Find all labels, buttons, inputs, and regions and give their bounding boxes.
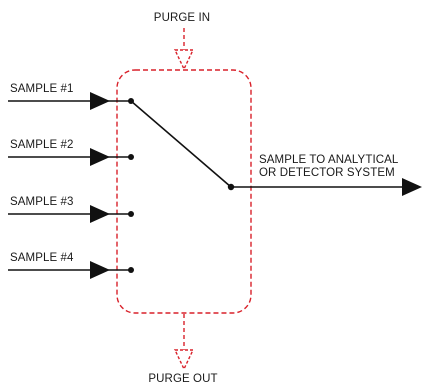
purge-in-label: PURGE IN (153, 12, 211, 24)
purge-out-label: PURGE OUT (148, 373, 218, 385)
valve-body (116, 69, 252, 314)
output-label-line-1: SAMPLE TO ANALYTICAL (259, 154, 399, 166)
sample-2-arrow-icon (90, 148, 110, 166)
sample-1-arrow-icon (90, 92, 110, 110)
output-arrow-icon (402, 178, 422, 196)
sample-1-label: SAMPLE #1 (10, 83, 74, 95)
sample-2-port (128, 154, 134, 160)
sample-3-label: SAMPLE #3 (10, 196, 74, 208)
purge-in-arrow-icon (173, 49, 195, 71)
output-label-line-2: OR DETECTOR SYSTEM (259, 167, 395, 179)
selector-arm (130, 100, 232, 188)
sample-2-label: SAMPLE #2 (10, 139, 74, 151)
sample-3-port (128, 211, 134, 217)
sample-4-label: SAMPLE #4 (10, 252, 74, 264)
sample-4-arrow-icon (90, 261, 110, 279)
sample-4-port (128, 267, 134, 273)
purge-out-arrow-icon (173, 349, 195, 371)
sample-3-arrow-icon (90, 205, 110, 223)
